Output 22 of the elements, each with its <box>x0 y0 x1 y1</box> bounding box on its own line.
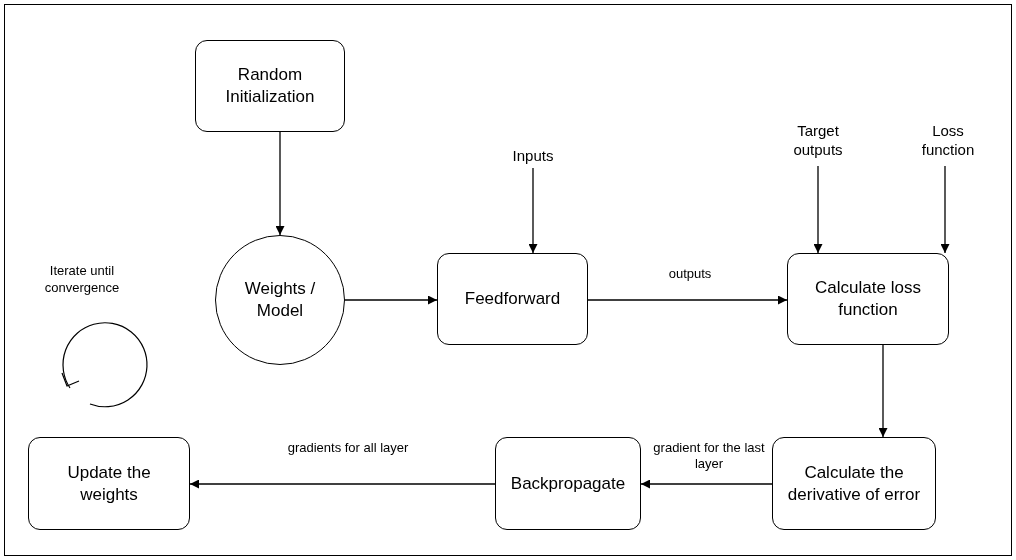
process-box: Random Initialization <box>195 40 345 132</box>
arrow <box>813 165 823 254</box>
arrow <box>344 295 438 305</box>
arrow <box>940 165 950 254</box>
arrow <box>587 295 788 305</box>
process-box: Calculate the derivative of error <box>772 437 936 530</box>
input-label: Loss function <box>908 114 988 166</box>
process-box: Feedforward <box>437 253 588 345</box>
arrow <box>640 479 773 489</box>
arrow <box>878 344 888 438</box>
process-box: Calculate loss function <box>787 253 949 345</box>
arrow <box>275 131 285 236</box>
edge-label: gradients for all layer <box>286 440 410 456</box>
process-box: Backpropagate <box>495 437 641 530</box>
edge-label: gradient for the last layer <box>652 440 766 472</box>
arrow <box>189 479 496 489</box>
arrow <box>528 167 538 254</box>
input-label: Inputs <box>498 142 568 168</box>
process-box: Update the weights <box>28 437 190 530</box>
note-text: Iterate until convergence <box>43 262 121 296</box>
input-label: Target outputs <box>780 114 856 166</box>
edge-label: outputs <box>667 266 713 282</box>
